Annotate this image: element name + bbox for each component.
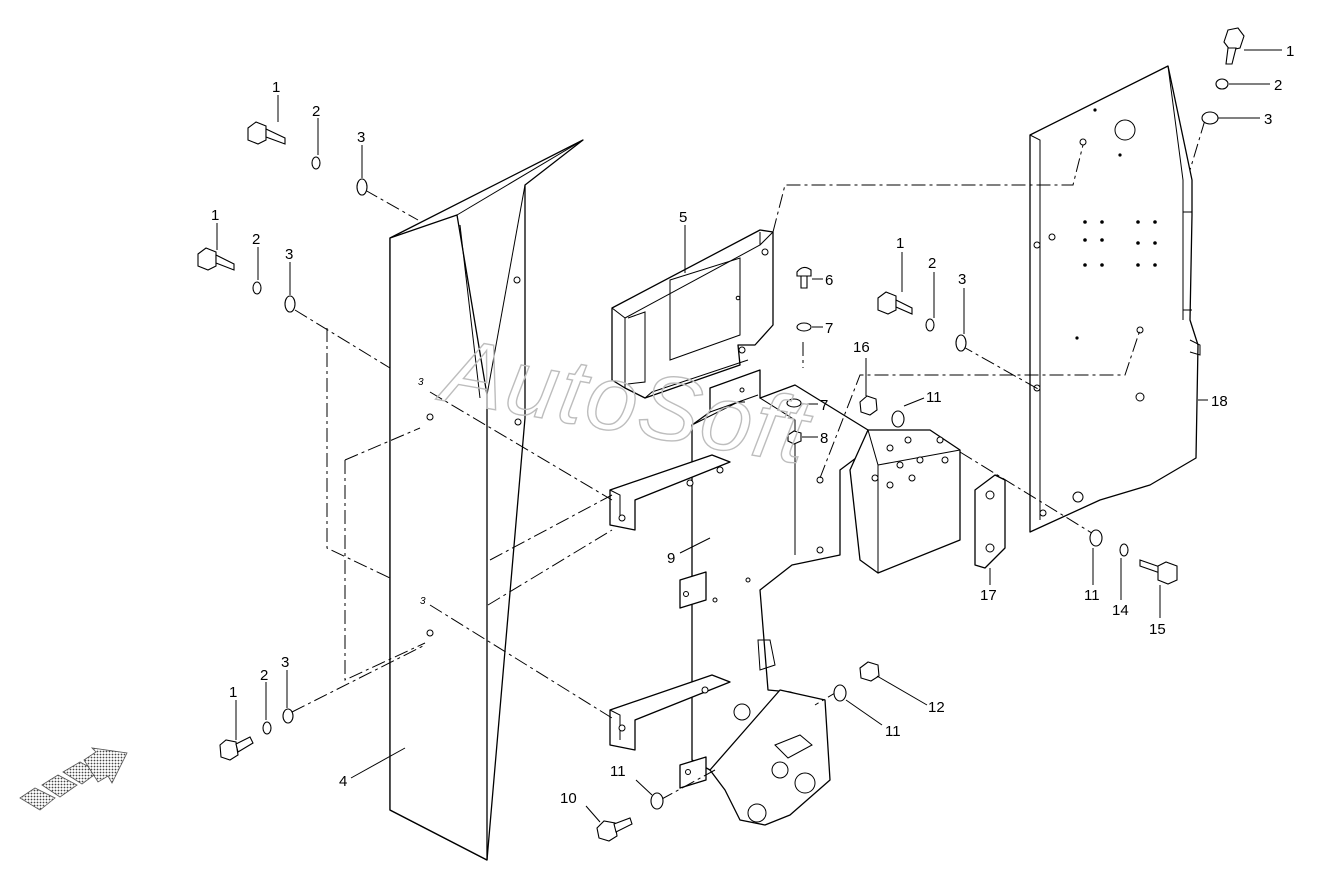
callout-16: 16 (853, 339, 870, 356)
callout-12: 12 (928, 699, 945, 716)
callout-7-b: 7 (820, 397, 828, 414)
callout-3-d: 3 (958, 271, 966, 288)
callout-11-b: 11 (1084, 587, 1100, 604)
callout-1-a: 1 (272, 79, 280, 96)
front-arrow-icon (19, 747, 128, 811)
callout-8: 8 (820, 430, 828, 447)
lock-washer-icon (262, 721, 272, 735)
washer-icon (282, 708, 294, 724)
nut-icon (859, 661, 880, 682)
bolt-icon (219, 736, 254, 761)
bolt-icon (877, 291, 913, 315)
callout-2-d: 2 (928, 255, 936, 272)
callout-11-a: 11 (926, 389, 942, 406)
plate-17: 17 (974, 474, 1006, 604)
bolt-icon (197, 247, 235, 271)
svg-text:3: 3 (418, 377, 424, 388)
washer-icon (955, 334, 967, 352)
callout-1-c: 1 (229, 684, 237, 701)
nut-icon (787, 430, 802, 445)
screw-icon (796, 266, 812, 289)
washer-icon (786, 398, 802, 408)
callout-2-c: 2 (260, 667, 268, 684)
svg-text:3: 3 (420, 596, 426, 607)
washer-icon (833, 684, 847, 702)
callout-14: 14 (1112, 602, 1129, 619)
callout-1-b: 1 (211, 207, 219, 224)
bolt-icon (596, 817, 633, 842)
lock-washer-icon (1119, 543, 1129, 557)
bolt-icon (1223, 27, 1245, 65)
callout-10: 10 (560, 790, 577, 807)
callout-17: 17 (980, 587, 997, 604)
lock-washer-icon (1215, 78, 1229, 90)
washer-icon (356, 178, 368, 196)
lock-washer-icon (311, 156, 321, 170)
lock-washer-icon (925, 318, 935, 332)
cover-panel-4: 3 3 4 (339, 139, 584, 861)
washer-icon (891, 410, 905, 428)
hardware: 1 2 3 1 2 3 1 2 3 (197, 27, 1294, 842)
callout-3-a: 3 (357, 129, 365, 146)
main-bracket-9: 9 (609, 369, 961, 826)
nut-icon (859, 395, 878, 416)
callout-9: 9 (667, 550, 675, 567)
top-plate-5: 5 (611, 209, 774, 399)
callout-7-a: 7 (825, 320, 833, 337)
callout-3-b: 3 (285, 246, 293, 263)
callout-2-e: 2 (1274, 77, 1282, 94)
callout-6: 6 (825, 272, 833, 289)
callout-4: 4 (339, 773, 347, 790)
callout-5: 5 (679, 209, 687, 226)
lock-washer-icon (252, 281, 262, 295)
callout-11-d: 11 (610, 763, 626, 780)
assembly-lines (291, 119, 1206, 801)
callout-15: 15 (1149, 621, 1166, 638)
callout-2-a: 2 (312, 103, 320, 120)
bolt-icon (1139, 559, 1178, 585)
washer-icon (1089, 529, 1103, 547)
callout-1-e: 1 (1286, 43, 1294, 60)
callout-11-c: 11 (885, 723, 901, 740)
bolt-icon (247, 121, 286, 145)
washer-icon (650, 792, 664, 810)
callout-1-d: 1 (896, 235, 904, 252)
washer-icon (284, 295, 296, 313)
callout-3-e: 3 (1264, 111, 1272, 128)
callout-2-b: 2 (252, 231, 260, 248)
washer-icon (796, 322, 812, 332)
washer-icon (1201, 111, 1219, 125)
callout-18: 18 (1211, 393, 1228, 410)
side-panel-18: 18 (1029, 65, 1228, 533)
callout-3-c: 3 (281, 654, 289, 671)
